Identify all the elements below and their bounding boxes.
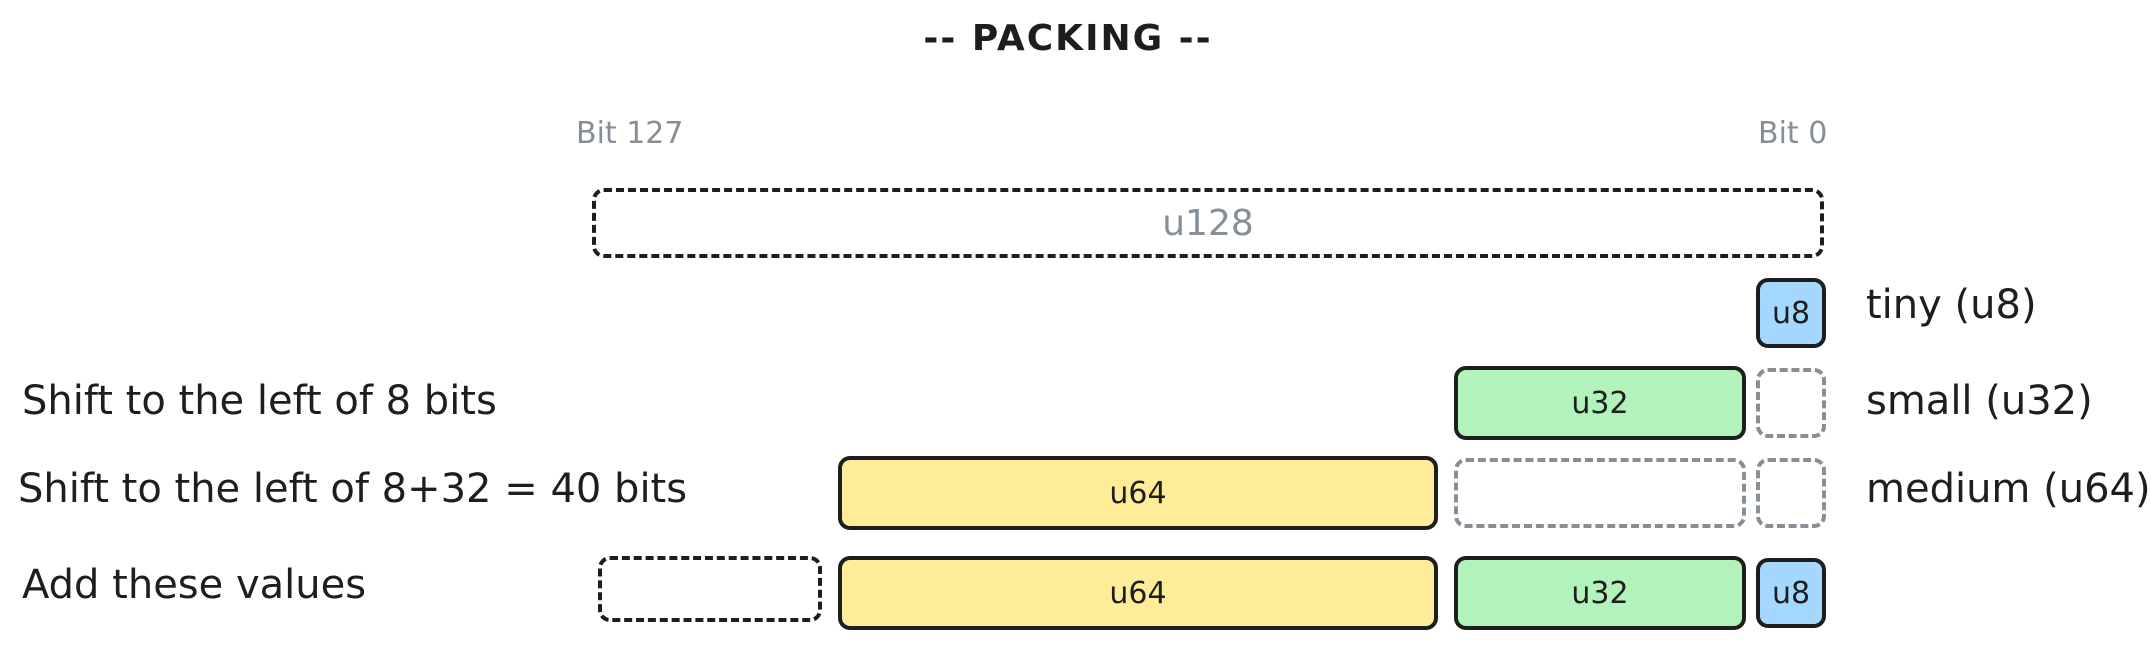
tiny-u8-label: u8 — [1771, 295, 1811, 331]
u128-box: u128 — [592, 188, 1824, 258]
sum-u32-label: u32 — [1571, 575, 1629, 611]
sum-u8-label: u8 — [1771, 575, 1811, 611]
u128-label: u128 — [1162, 202, 1254, 244]
add-values-label: Add these values — [22, 562, 367, 608]
bit-127-label: Bit 127 — [576, 116, 684, 151]
sum-u64-label: u64 — [1109, 575, 1167, 611]
small-empty-u8-slot — [1756, 368, 1826, 438]
medium-empty-u32-slot — [1454, 458, 1746, 528]
bit-0-label: Bit 0 — [1758, 116, 1828, 151]
small-u32-box: u32 — [1454, 366, 1746, 440]
medium-u64-label: u64 — [1109, 475, 1167, 511]
medium-side-label: medium (u64) — [1866, 466, 2151, 512]
small-u32-label: u32 — [1571, 385, 1629, 421]
sum-u8-box: u8 — [1756, 558, 1826, 628]
diagram-title: -- PACKING -- — [923, 18, 1213, 59]
small-side-label: small (u32) — [1866, 378, 2093, 424]
medium-empty-u8-slot — [1756, 458, 1826, 528]
tiny-side-label: tiny (u8) — [1866, 282, 2037, 328]
sum-empty-upper-bits-slot — [598, 556, 822, 622]
small-shift-label: Shift to the left of 8 bits — [22, 378, 497, 424]
tiny-u8-box: u8 — [1756, 278, 1826, 348]
sum-u64-box: u64 — [838, 556, 1438, 630]
medium-shift-label: Shift to the left of 8+32 = 40 bits — [18, 466, 688, 512]
medium-u64-box: u64 — [838, 456, 1438, 530]
sum-u32-box: u32 — [1454, 556, 1746, 630]
